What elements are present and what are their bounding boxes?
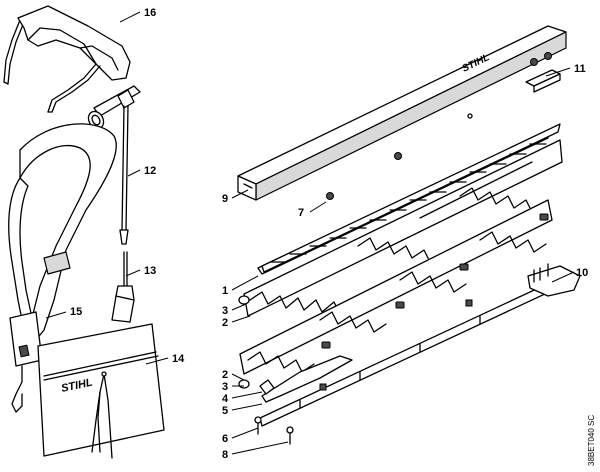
end-guard xyxy=(527,263,581,297)
lower-bar xyxy=(259,277,563,427)
callout-2a: 2 xyxy=(222,317,228,329)
cutter-blade-lower xyxy=(239,199,553,375)
callout-5: 5 xyxy=(222,405,228,417)
callout-11: 11 xyxy=(574,63,586,75)
callout-12: 12 xyxy=(144,165,156,177)
callout-4: 4 xyxy=(222,393,229,405)
tool-pouch: STIHL xyxy=(37,323,165,459)
cutter-blade-upper xyxy=(243,139,563,317)
combination-wrench xyxy=(87,85,141,245)
callout-8: 8 xyxy=(222,449,228,461)
hex-nuts xyxy=(326,152,402,200)
screws xyxy=(254,416,294,445)
callout-3b: 3 xyxy=(222,381,228,393)
callout-labels: 16 12 13 15 14 9 7 11 10 1 3 2 2 3 4 5 6… xyxy=(70,7,588,461)
callout-10: 10 xyxy=(576,267,588,279)
blade-scabbard: STIHL xyxy=(237,25,567,201)
leader-lines xyxy=(45,11,575,455)
drawing-code: 38BET040 SC xyxy=(587,415,596,466)
guide-clip xyxy=(259,355,353,403)
callout-2b: 2 xyxy=(222,369,228,381)
callout-15: 15 xyxy=(70,306,82,318)
harness-strap xyxy=(8,123,117,413)
callout-13: 13 xyxy=(144,265,156,277)
callout-1: 1 xyxy=(222,285,228,297)
screwdriver xyxy=(111,251,135,323)
callout-3a: 3 xyxy=(222,305,228,317)
callout-6: 6 xyxy=(222,433,228,445)
safety-glasses xyxy=(3,5,131,113)
callout-16: 16 xyxy=(144,7,156,19)
spacer-bushes xyxy=(238,213,549,389)
upper-cutter-blade xyxy=(257,123,561,275)
callout-9: 9 xyxy=(222,193,228,205)
callout-7: 7 xyxy=(298,207,304,219)
callout-14: 14 xyxy=(172,353,185,365)
